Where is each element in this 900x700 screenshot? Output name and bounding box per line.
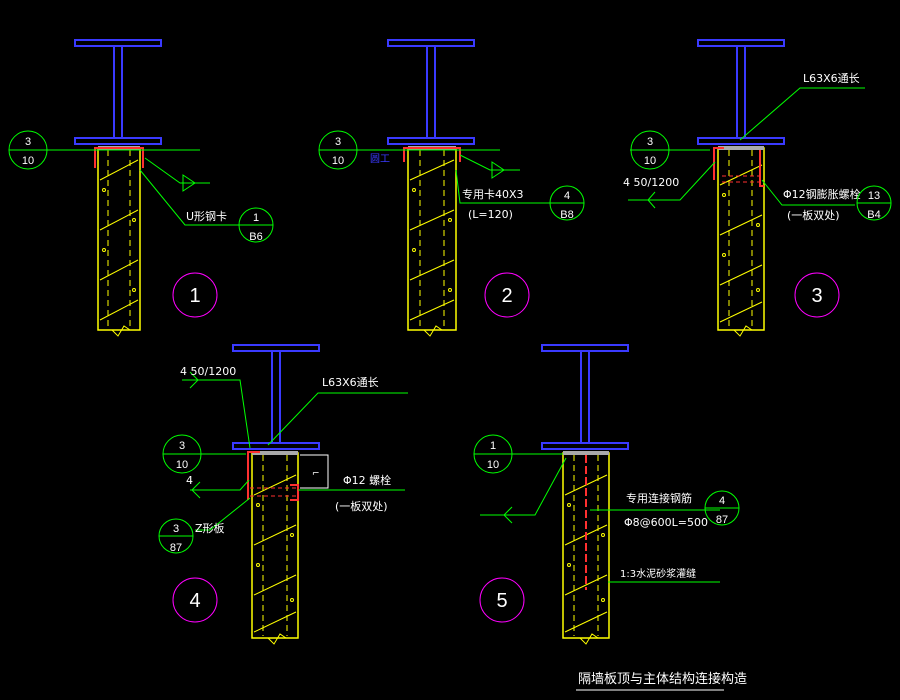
z-ref-bubble: 3 87	[158, 518, 194, 554]
svg-text:3: 3	[25, 136, 31, 148]
svg-text:10: 10	[332, 155, 344, 167]
wall-panel	[251, 452, 299, 645]
bolt-label: Φ12 螺栓	[343, 473, 391, 487]
svg-text:10: 10	[487, 459, 499, 471]
weld-label: 4 50/1200	[180, 365, 236, 378]
detail-number: 1	[189, 285, 200, 307]
panel-top-grout	[718, 146, 764, 150]
bar-ref-bubble: 4 87	[704, 490, 740, 526]
wall-panel	[97, 147, 141, 337]
drawing-title: 隔墙板顶与主体结构连接构造	[578, 671, 747, 687]
svg-text:13: 13	[868, 190, 880, 202]
bolt-sub: (一板双处)	[335, 499, 388, 513]
svg-text:10: 10	[176, 459, 188, 471]
angle-label: L63X6通长	[803, 72, 860, 85]
detail-2: 圆工 专用卡40X3 (L=120) 4 B8 3 10 2	[318, 39, 585, 337]
svg-text:B6: B6	[249, 231, 262, 243]
detail-5: 专用连接钢筋 Φ8@600L=500 4 87 1:3水泥砂浆灌缝 1 10 5	[473, 344, 740, 645]
grout-label: 1:3水泥砂浆灌缝	[620, 567, 696, 580]
weld-label: 4 50/1200	[623, 176, 679, 189]
section-ref-bubble: 3 10	[162, 434, 202, 474]
bar-sub: Φ8@600L=500	[624, 516, 708, 529]
svg-text:87: 87	[170, 542, 182, 554]
z-plate	[290, 484, 299, 501]
steel-i-beam	[387, 39, 475, 145]
angle-label: L63X6通长	[322, 376, 379, 389]
angle-steel	[713, 147, 724, 180]
section-ref-bubble: 3 10	[8, 130, 48, 170]
svg-text:1: 1	[253, 212, 259, 224]
detail-3: L63X6通长 4 50/1200 Φ12钢膨胀螺栓 (一板双处) 13 B4 …	[623, 39, 892, 337]
bar-label: 专用连接钢筋	[626, 491, 692, 505]
u-clip	[94, 147, 144, 168]
special-clip-sub: (L=120)	[468, 208, 513, 221]
steel-i-beam	[541, 344, 629, 450]
svg-text:10: 10	[22, 155, 34, 167]
bolt-sub: (一板双处)	[787, 208, 840, 222]
section-ref-bubble: 1 10	[473, 434, 513, 474]
detail-1: U形钢卡 1 B6 3 10 1	[8, 39, 274, 337]
wall-panel	[407, 147, 457, 337]
section-ref-bubble: 3 10	[630, 130, 670, 170]
svg-text:4: 4	[564, 190, 570, 202]
detail-4: ⌐ 4 50/1200 L63X6通长 4 Φ12 螺栓 (一板双处) Z形板 …	[158, 344, 408, 645]
panel-top-grout	[252, 451, 298, 455]
svg-text:3: 3	[179, 440, 185, 452]
detail-number: 4	[189, 590, 200, 612]
steel-i-beam	[232, 344, 320, 450]
panel-top-grout	[563, 451, 609, 455]
svg-text:87: 87	[716, 514, 728, 526]
steel-i-beam	[697, 39, 785, 145]
special-clip-label: 专用卡40X3	[462, 187, 524, 201]
label-ref-bubble: 13 B4	[856, 185, 892, 221]
svg-text:10: 10	[644, 155, 656, 167]
steel-i-beam	[74, 39, 162, 145]
svg-text:3: 3	[647, 136, 653, 148]
svg-text:B4: B4	[867, 209, 880, 221]
side-mark: 圆工	[370, 153, 390, 165]
svg-text:1: 1	[490, 440, 496, 452]
label-ref-bubble: 4 B8	[549, 185, 585, 221]
angle-steel	[247, 451, 260, 500]
svg-text:4: 4	[719, 495, 725, 507]
bolt-label: Φ12钢膨胀螺栓	[783, 187, 861, 201]
svg-text:B8: B8	[560, 209, 573, 221]
detail-number: 3	[811, 285, 822, 307]
u-clip-label: U形钢卡	[186, 210, 227, 223]
svg-text:3: 3	[335, 136, 341, 148]
dimension-mark: ⌐	[312, 469, 320, 479]
label-ref-bubble: 1 B6	[238, 207, 274, 243]
section-ref-bubble: 3 10	[318, 130, 358, 170]
weld-small-label: 4	[186, 474, 193, 487]
z-plate-label: Z形板	[195, 521, 225, 535]
detail-number: 5	[496, 590, 507, 612]
detail-number: 2	[501, 285, 512, 307]
svg-text:3: 3	[173, 523, 179, 535]
